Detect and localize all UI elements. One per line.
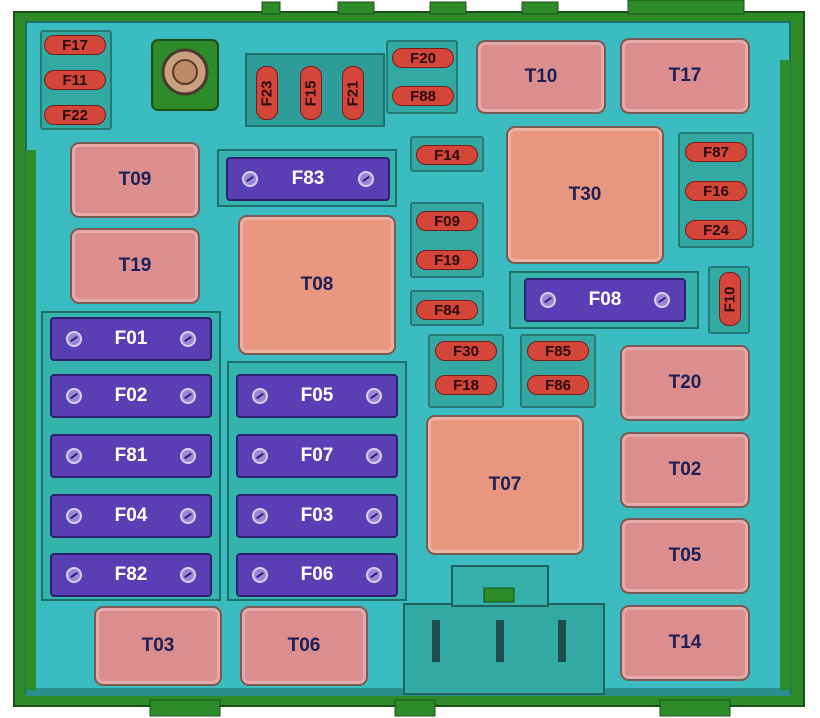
relay-t09: T09 bbox=[70, 142, 200, 218]
screw-icon bbox=[66, 388, 82, 404]
maxi-fuse-f04: F04 bbox=[50, 494, 212, 538]
relay-t05: T05 bbox=[620, 518, 750, 594]
maxi-fuse-f02: F02 bbox=[50, 374, 212, 418]
maxi-fuse-f08: F08 bbox=[524, 278, 686, 322]
screw-icon bbox=[180, 331, 196, 347]
mini-fuse-f14: F14 bbox=[416, 145, 478, 165]
mini-fuse-f86: F86 bbox=[527, 375, 589, 395]
fuse-label: F82 bbox=[114, 564, 148, 585]
mini-fuse-f24: F24 bbox=[685, 220, 747, 240]
mini-fuse-f16: F16 bbox=[685, 181, 747, 201]
screw-icon bbox=[180, 448, 196, 464]
connector-pin bbox=[558, 620, 566, 662]
mini-fuse-f21: F21 bbox=[342, 66, 364, 120]
screw-icon bbox=[252, 448, 268, 464]
screw-icon bbox=[252, 508, 268, 524]
mini-fuse-f19: F19 bbox=[416, 250, 478, 270]
fuse-label: F03 bbox=[300, 505, 334, 526]
fuse-label: F06 bbox=[300, 564, 334, 585]
fuse-label: F83 bbox=[291, 168, 325, 189]
screw-icon bbox=[358, 171, 374, 187]
screw-icon bbox=[66, 567, 82, 583]
fuse-label: F81 bbox=[114, 445, 148, 466]
maxi-fuse-f03: F03 bbox=[236, 494, 398, 538]
screw-icon bbox=[654, 292, 670, 308]
relay-t03: T03 bbox=[94, 606, 222, 686]
mini-fuse-f20: F20 bbox=[392, 48, 454, 68]
screw-icon bbox=[66, 331, 82, 347]
screw-icon bbox=[242, 171, 258, 187]
bottom-tab bbox=[149, 699, 221, 717]
mini-fuse-f11: F11 bbox=[44, 70, 106, 90]
screw-icon bbox=[366, 448, 382, 464]
side-rib bbox=[780, 60, 790, 690]
maxi-fuse-f82: F82 bbox=[50, 553, 212, 597]
bottom-tab bbox=[659, 699, 731, 717]
screw-icon bbox=[366, 388, 382, 404]
mini-fuse-f87: F87 bbox=[685, 142, 747, 162]
maxi-fuse-f05: F05 bbox=[236, 374, 398, 418]
relay-t08: T08 bbox=[238, 215, 396, 355]
mini-fuse-f88: F88 bbox=[392, 86, 454, 106]
maxi-fuse-f07: F07 bbox=[236, 434, 398, 478]
relay-t06: T06 bbox=[240, 606, 368, 686]
mini-fuse-f84: F84 bbox=[416, 300, 478, 320]
relay-t19: T19 bbox=[70, 228, 200, 304]
fuse-label: F02 bbox=[114, 385, 148, 406]
relay-t30: T30 bbox=[506, 126, 664, 264]
screw-icon bbox=[366, 567, 382, 583]
screw-icon bbox=[180, 567, 196, 583]
fuse-label: F07 bbox=[300, 445, 334, 466]
mini-fuse-f23: F23 bbox=[256, 66, 278, 120]
mini-fuse-f10: F10 bbox=[719, 272, 741, 326]
screw-icon bbox=[66, 448, 82, 464]
screw-icon bbox=[180, 388, 196, 404]
mini-fuse-f85: F85 bbox=[527, 341, 589, 361]
screw-icon bbox=[366, 508, 382, 524]
side-rib bbox=[26, 150, 36, 690]
top-tab bbox=[261, 1, 281, 15]
relay-t14: T14 bbox=[620, 605, 750, 681]
top-tab bbox=[337, 1, 375, 15]
bottom-tab bbox=[394, 699, 436, 717]
connector-pin bbox=[496, 620, 504, 662]
mini-fuse-f18: F18 bbox=[435, 375, 497, 395]
mini-fuse-f22: F22 bbox=[44, 105, 106, 125]
fuse-label: F08 bbox=[588, 289, 622, 310]
relay-t20: T20 bbox=[620, 345, 750, 421]
mini-fuse-f09: F09 bbox=[416, 211, 478, 231]
mini-fuse-f15: F15 bbox=[300, 66, 322, 120]
fuse-label: F01 bbox=[114, 328, 148, 349]
mini-fuse-f17: F17 bbox=[44, 35, 106, 55]
maxi-fuse-f06: F06 bbox=[236, 553, 398, 597]
connector-lock bbox=[483, 587, 515, 603]
relay-t17: T17 bbox=[620, 38, 750, 114]
screw-icon bbox=[66, 508, 82, 524]
connector-pin bbox=[432, 620, 440, 662]
screw-icon bbox=[180, 508, 196, 524]
screw-icon bbox=[252, 388, 268, 404]
screw-icon bbox=[252, 567, 268, 583]
mini-fuse-f30: F30 bbox=[435, 341, 497, 361]
relay-t07: T07 bbox=[426, 415, 584, 555]
top-tab bbox=[521, 1, 559, 15]
maxi-fuse-f83: F83 bbox=[226, 157, 390, 201]
maxi-fuse-f01: F01 bbox=[50, 317, 212, 361]
top-tab bbox=[627, 0, 745, 15]
top-tab bbox=[429, 1, 467, 15]
battery-post-bolt bbox=[172, 59, 198, 85]
fuse-label: F05 bbox=[300, 385, 334, 406]
relay-t02: T02 bbox=[620, 432, 750, 508]
maxi-fuse-f81: F81 bbox=[50, 434, 212, 478]
relay-t10: T10 bbox=[476, 40, 606, 114]
fuse-label: F04 bbox=[114, 505, 148, 526]
screw-icon bbox=[540, 292, 556, 308]
